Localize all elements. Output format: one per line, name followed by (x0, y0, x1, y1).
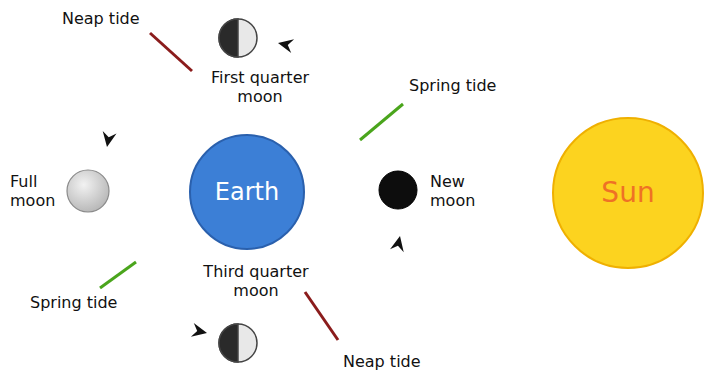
body-name: Earth (189, 134, 305, 250)
tide-label: Neap tide (343, 352, 421, 371)
neap-leader-line (305, 292, 338, 340)
moon-phase-label: First quarter moon (204, 68, 316, 106)
orbit-arrowhead (100, 131, 116, 148)
earth-disc (190, 135, 304, 249)
tide-label: Neap tide (62, 9, 140, 28)
new-moon-shape (378, 170, 418, 210)
tide-label: Spring tide (409, 76, 496, 95)
sun-disc (553, 118, 703, 268)
full-moon-shape (66, 169, 110, 213)
moon-dark-half (219, 19, 238, 57)
third-quarter-moon-shape (218, 323, 258, 363)
tide-label: Spring tide (30, 293, 117, 312)
new-moon-disc (379, 171, 417, 209)
tide-label-holder: Neap tide (62, 9, 140, 28)
spring-leader-line (360, 104, 403, 140)
moon-lit-half (219, 324, 257, 362)
third-quarter-moon: Third quarter moon (218, 323, 258, 363)
tide-label-holder: Neap tide (343, 352, 421, 371)
moon-phase-label: Full moon (10, 172, 62, 210)
moon-phase-label: New moon (430, 172, 492, 210)
orbit-arrowhead (277, 36, 295, 53)
sun-circle: Sun (552, 117, 704, 269)
spring-leader-line (100, 262, 136, 288)
moon-dark-half (219, 324, 238, 362)
tide-label-holder: Spring tide (30, 293, 117, 312)
orbit-arrowhead (191, 323, 209, 340)
earth-circle: Earth (189, 134, 305, 250)
body-name: Sun (552, 117, 704, 269)
moon-lit-half (219, 19, 257, 57)
moon-phase-label: Third quarter moon (196, 262, 316, 300)
tide-label-holder: Spring tide (409, 76, 496, 95)
full-moon-disc (67, 170, 109, 212)
new-moon: New moon (378, 170, 418, 210)
full-moon: Full moon (66, 169, 110, 213)
first-quarter-moon: First quarter moon (218, 18, 258, 58)
first-quarter-moon-shape (218, 18, 258, 58)
orbit-arrowhead (390, 235, 407, 253)
neap-leader-line (150, 33, 192, 71)
